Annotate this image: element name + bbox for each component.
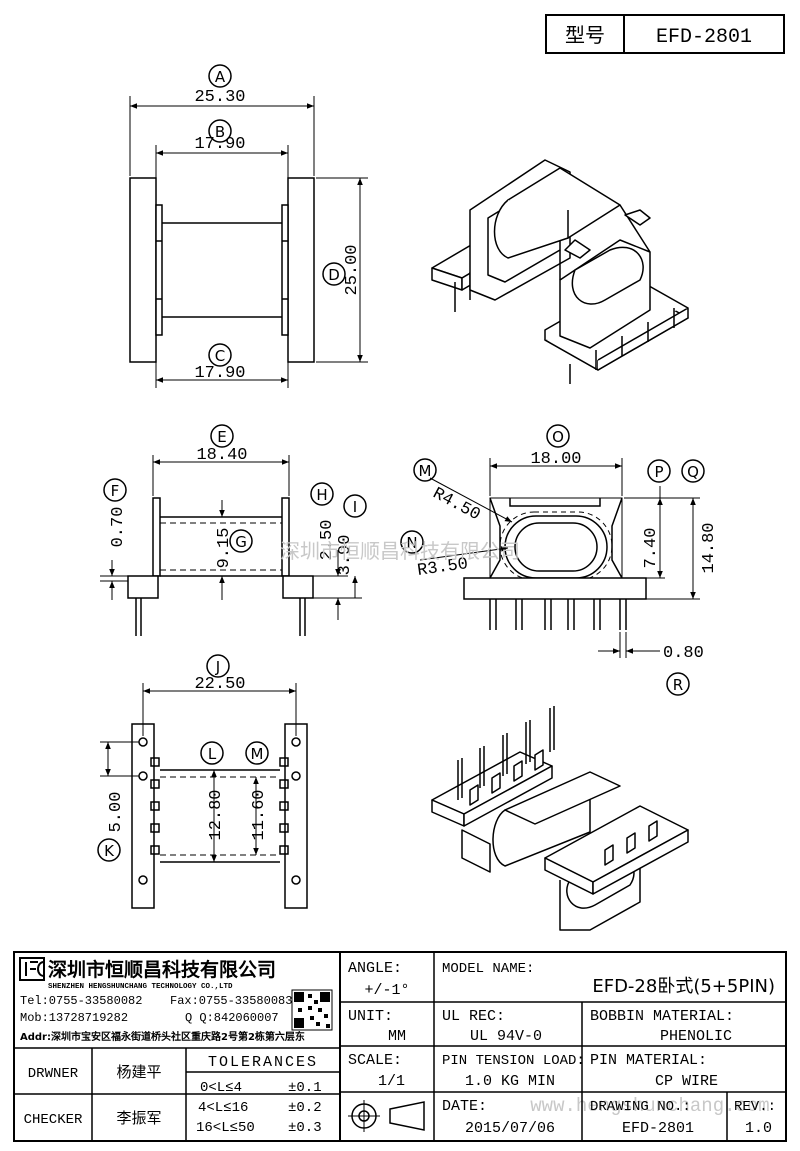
label-C: C [215,347,225,365]
model-number-box: 型号 EFD-2801 [545,14,785,54]
company-fax: Fax:0755-33580083 [170,994,292,1008]
watermark-site: www.hengshunchang.com [530,1095,769,1117]
checker-label: CHECKER [24,1112,83,1128]
tol-value-0: ±0.1 [288,1080,322,1096]
model-name-label: MODEL NAME: [442,961,534,977]
dim-R: 0.80 [663,644,704,663]
label-N: N [406,534,417,552]
dim-D: 25.00 [343,244,362,295]
dim-M-bottom: 11.60 [250,789,269,840]
drawing-no-label: DRAWING NO.: [590,1099,691,1115]
label-R: R [673,676,683,694]
rev-label: REV.: [734,1099,776,1115]
tol-value-2: ±0.3 [288,1120,322,1136]
angle-value: +/-1° [364,982,409,999]
model-label: 型号 [565,23,605,47]
label-O: O [552,428,564,446]
dim-A: 25.30 [194,88,245,107]
company-name-en: SHENZHEN HENGSHUNCHANG TECHNOLOGY CO.,LT… [48,983,233,991]
company-mob: Mob:13728719282 [20,1011,128,1025]
drawer-label: DRWNER [28,1066,79,1082]
tol-range-1: 4<L≤16 [198,1100,248,1116]
pin-tension-label: PIN TENSION LOAD: [442,1053,585,1069]
ul-value: UL 94V-0 [470,1028,542,1045]
company-name-cn: 深圳市恒顺昌科技有限公司 [48,958,276,981]
bobbin-value: PHENOLIC [660,1028,732,1045]
qr-code [291,989,333,1031]
label-M-front: M [419,462,432,480]
dim-F: 0.70 [109,507,128,548]
date-label: DATE: [442,1098,487,1115]
top-view [129,64,368,388]
label-A: A [215,68,226,86]
label-M-bottom: M [251,745,264,763]
tol-range-0: 0<L≤4 [200,1080,242,1096]
dim-I: 3.90 [336,535,355,576]
ul-label: UL REC: [442,1008,505,1025]
bobbin-label: BOBBIN MATERIAL: [590,1008,734,1025]
scale-label: SCALE: [348,1052,402,1069]
dim-J: 22.50 [194,675,245,694]
label-H: H [316,486,327,504]
label-D: D [328,266,340,284]
rev-value: 1.0 [745,1120,772,1137]
label-P: P [654,463,663,481]
bottom-view [97,654,308,909]
company-qq: Q Q:842060007 [185,1011,279,1025]
pin-tension-value: 1.0 KG MIN [465,1073,555,1090]
dim-Q: 14.80 [700,522,719,573]
dim-O: 18.00 [530,450,581,469]
dim-L: 12.80 [207,789,226,840]
label-G: G [235,533,247,551]
drawer-value: 杨建平 [116,1063,161,1081]
isometric-view-bottom [431,706,689,931]
label-Q: Q [687,463,699,481]
drawing-no-value: EFD-2801 [622,1120,694,1137]
checker-value: 李振军 [116,1109,161,1127]
dim-H: 2.50 [318,520,337,561]
front-view [400,424,705,696]
label-K: K [104,842,115,860]
company-tel: Tel:0755-33580082 [20,994,142,1008]
tolerances-label: TOLERANCES [208,1054,318,1071]
dim-E: 18.40 [196,446,247,465]
model-name-value: EFD-28卧式(5+5PIN) [592,976,775,997]
tol-range-2: 16<L≤50 [196,1120,255,1136]
label-I: I [353,498,357,516]
unit-value: MM [388,1028,406,1045]
pin-material-label: PIN MATERIAL: [590,1052,707,1069]
date-value: 2015/07/06 [465,1120,555,1137]
dim-M-front: R4.50 [429,485,483,526]
unit-label: UNIT: [348,1008,393,1025]
pin-material-value: CP WIRE [655,1073,718,1090]
company-addr: Addr:深圳市宝安区福永街道桥头社区重庆路2号第2栋第六层东 [20,1030,305,1043]
dim-C: 17.90 [194,364,245,383]
side-view [100,424,367,636]
angle-label: ANGLE: [348,960,402,977]
model-value: EFD-2801 [656,26,752,49]
title-block [13,951,787,1142]
dim-G: 9.15 [215,528,234,569]
label-B: B [215,123,225,141]
dim-K: 5.00 [107,792,126,833]
isometric-view-top [431,159,689,384]
scale-value: 1/1 [378,1073,405,1090]
tol-value-1: ±0.2 [288,1100,322,1116]
dim-P: 7.40 [642,528,661,569]
watermark-company: 深圳市恒顺昌科技有限公司 [280,539,520,563]
company-logo [19,957,45,981]
label-F: F [111,482,120,500]
dim-B: 17.90 [194,135,245,154]
label-J: J [215,658,220,676]
label-E: E [217,428,226,446]
label-L: L [208,745,217,763]
